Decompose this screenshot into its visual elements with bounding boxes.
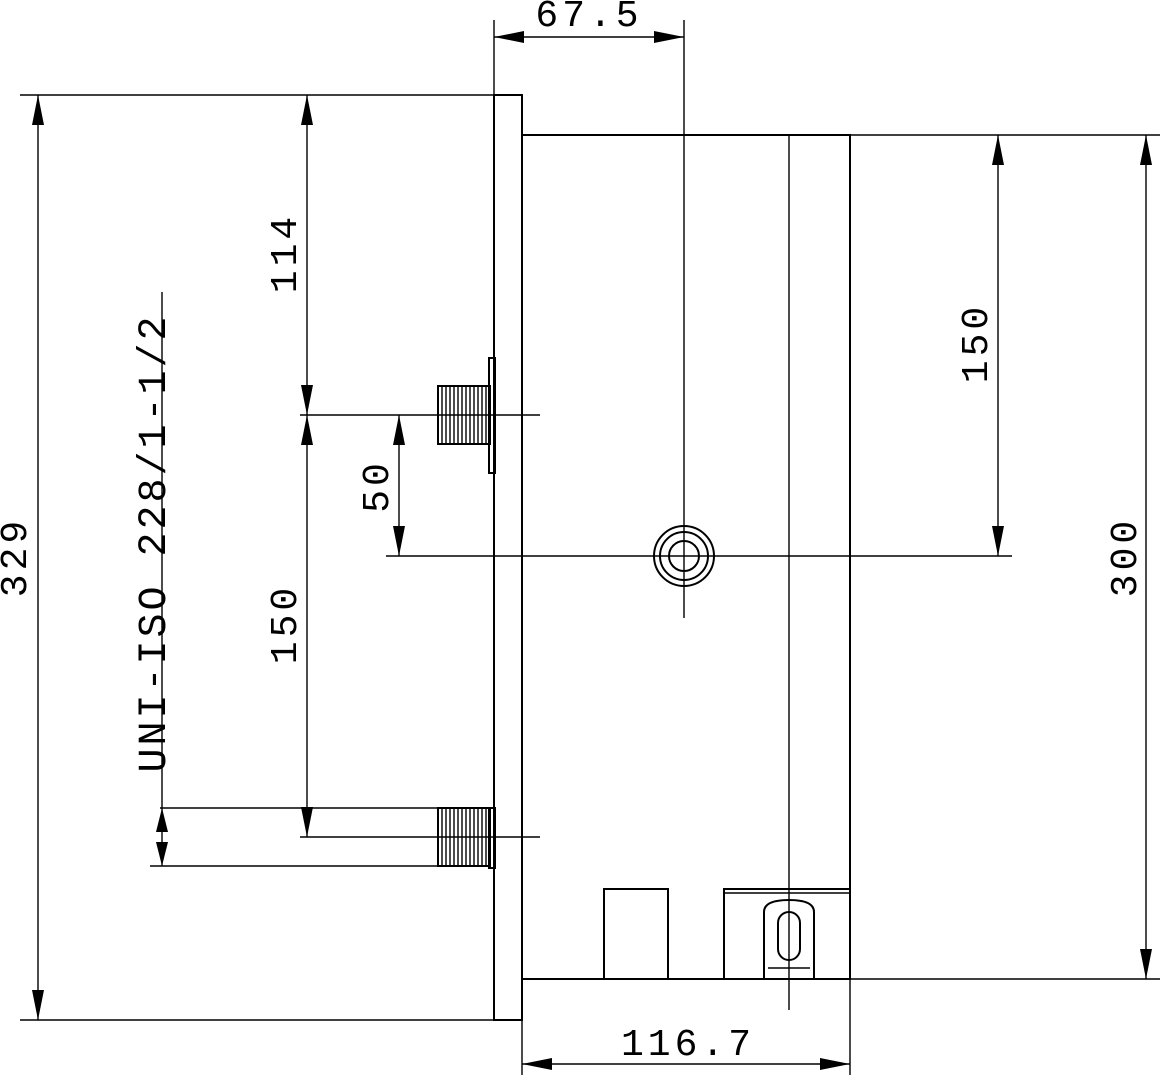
dim-line-114 xyxy=(301,95,313,415)
dim-line-150-right xyxy=(992,135,1004,556)
dim-line-300 xyxy=(1140,135,1152,979)
dim-label-50: 50 xyxy=(357,459,400,513)
extension-lines xyxy=(20,20,1160,1075)
dim-label-116-7: 116.7 xyxy=(621,1024,755,1067)
center-fitting xyxy=(386,135,1012,618)
dim-label-329: 329 xyxy=(0,517,38,597)
bottom-left-block xyxy=(603,888,669,979)
dim-label-114: 114 xyxy=(265,213,308,293)
main-body xyxy=(521,134,851,980)
bottom-right-valve-block xyxy=(723,888,851,980)
dim-label-150-left: 150 xyxy=(265,584,308,664)
dim-line-329 xyxy=(32,95,44,1020)
dim-line-150-left xyxy=(301,415,313,837)
dim-line-67-5 xyxy=(494,31,684,43)
valve-slot xyxy=(777,911,801,961)
thread-spec-label: UNI-ISO 228/1-1/2 xyxy=(133,313,178,772)
dim-label-67-5: 67.5 xyxy=(535,0,642,38)
dim-line-thread xyxy=(156,808,168,866)
dim-line-116-7 xyxy=(522,1058,850,1070)
dim-label-150-right: 150 xyxy=(956,303,999,383)
mounting-flange xyxy=(493,94,523,1021)
dim-label-300: 300 xyxy=(1105,517,1148,597)
dim-line-50 xyxy=(393,415,405,556)
